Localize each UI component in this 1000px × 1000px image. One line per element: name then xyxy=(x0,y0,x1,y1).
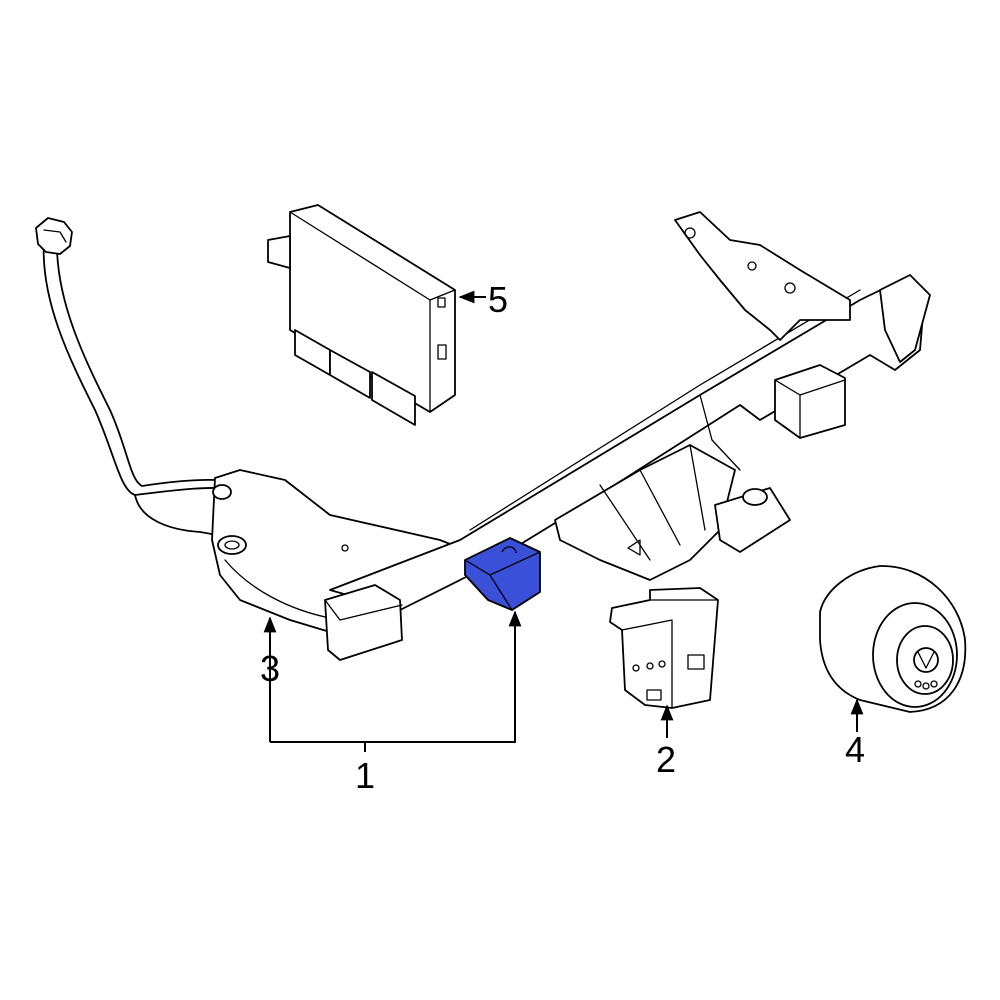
callout-label-5: 5 xyxy=(488,279,508,320)
control-module[interactable] xyxy=(267,204,456,426)
trailer-socket[interactable] xyxy=(819,565,967,713)
mounting-bracket[interactable] xyxy=(609,587,719,709)
grommet-lower xyxy=(217,535,247,555)
callout-label-3: 3 xyxy=(260,648,280,689)
wiring-harness xyxy=(35,217,236,543)
bolt-hole-left xyxy=(212,484,232,500)
hitch-bracket-highlighted[interactable] xyxy=(464,537,541,611)
callout-label-1: 1 xyxy=(355,755,375,796)
callout-label-2: 2 xyxy=(656,739,676,780)
callouts xyxy=(263,290,864,752)
callout-label-4: 4 xyxy=(845,729,865,770)
